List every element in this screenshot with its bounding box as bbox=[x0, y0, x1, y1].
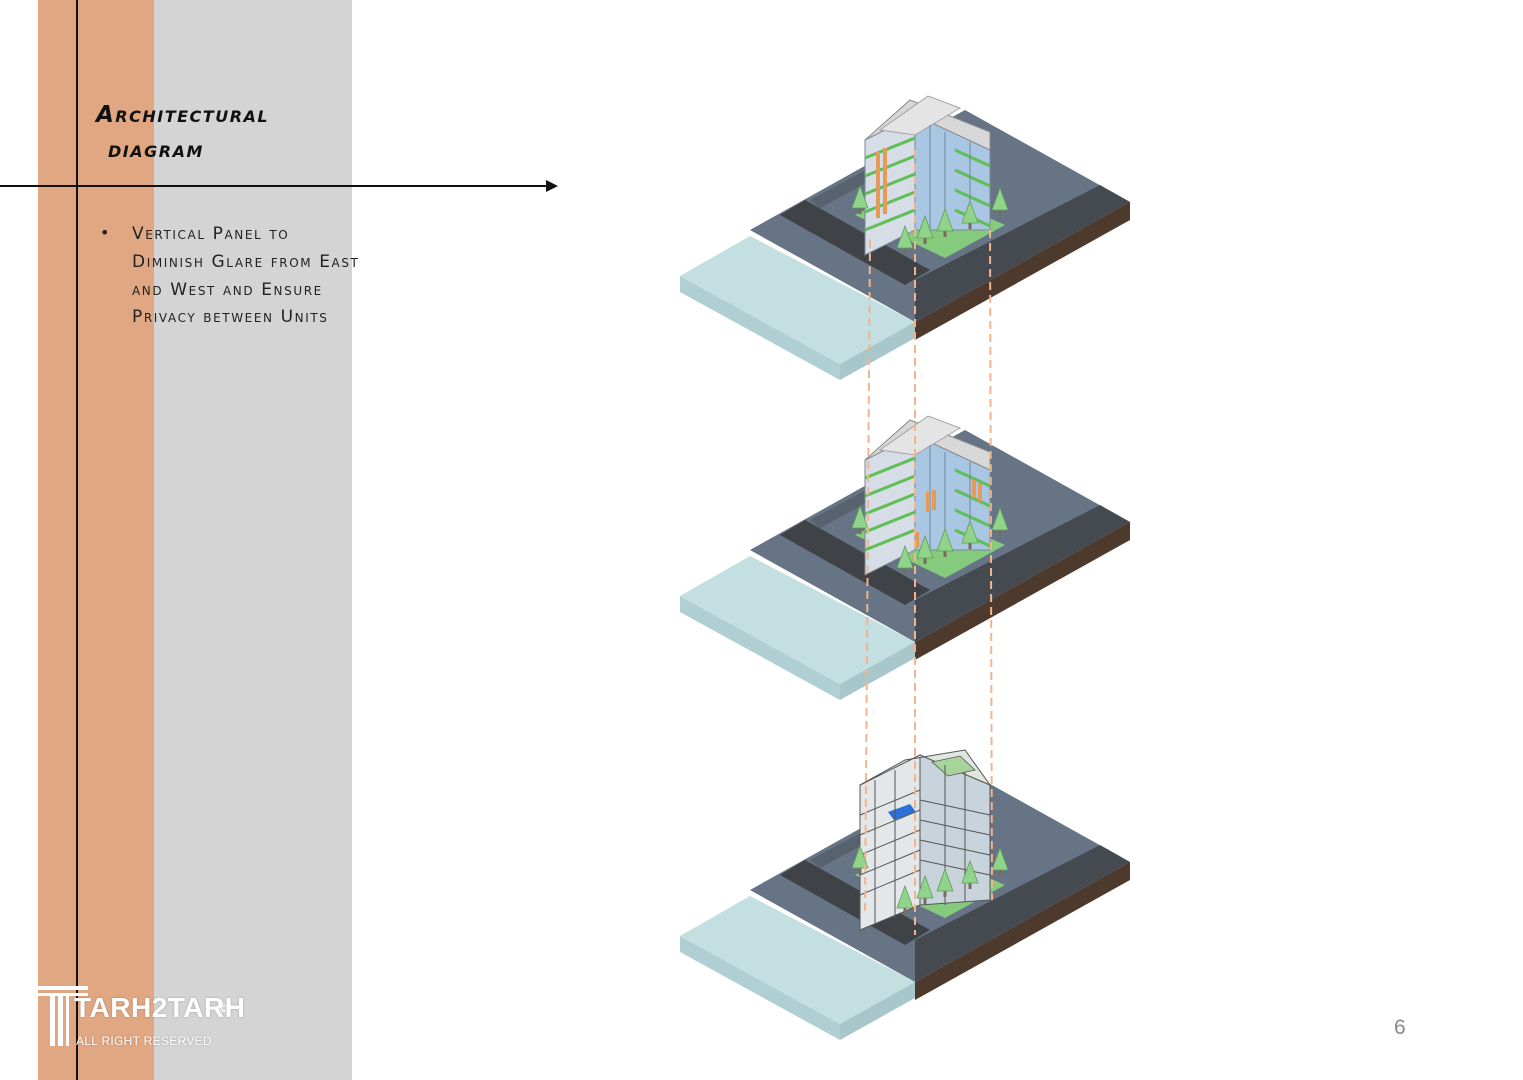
title-line-1: Architectural bbox=[96, 102, 270, 128]
horizontal-arrow-line bbox=[0, 185, 552, 187]
diagram-level-3 bbox=[680, 749, 1130, 1040]
bullet-item: • Vertical Panel to Diminish Glare from … bbox=[100, 221, 360, 332]
diagram-svg bbox=[680, 94, 1130, 1040]
vertical-rule bbox=[76, 0, 78, 1080]
page-number: 6 bbox=[1394, 1016, 1406, 1039]
copyright-icon: © bbox=[218, 1002, 229, 1015]
diagram-level-1 bbox=[680, 94, 1130, 380]
bullet-text: Vertical Panel to Diminish Glare from Ea… bbox=[132, 224, 360, 328]
arrow-head-icon bbox=[546, 180, 558, 192]
logo-t-icon bbox=[30, 986, 88, 1046]
tarh2tarh-logo: TARH2TARH ALL RIGHT RESERVED © bbox=[28, 984, 245, 1054]
grey-band bbox=[154, 0, 352, 1080]
alignment-guides bbox=[864, 150, 993, 935]
diagram-level-2 bbox=[680, 414, 1130, 700]
architectural-diagram bbox=[660, 80, 1150, 1070]
page-title: Architectural diagram bbox=[96, 98, 269, 168]
orange-band bbox=[38, 0, 154, 1080]
title-line-2: diagram bbox=[108, 137, 204, 163]
bullet-dot-icon: • bbox=[100, 223, 110, 242]
logo-name: TARH2TARH bbox=[74, 992, 246, 1023]
logo-tagline: ALL RIGHT RESERVED bbox=[76, 1034, 212, 1048]
